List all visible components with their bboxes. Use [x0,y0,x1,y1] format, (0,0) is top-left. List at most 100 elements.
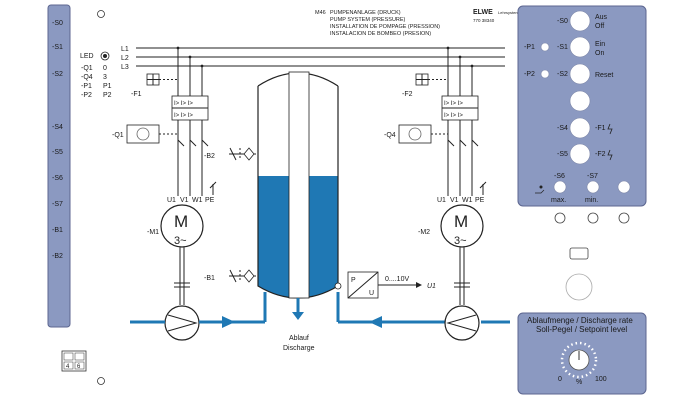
part-number: 770 38340 [473,18,495,23]
power-socket-icon[interactable] [565,273,593,301]
float-s6-sub: max. [551,197,566,204]
terminal-v1: V1 [180,197,189,204]
io-grid-cell [63,352,74,361]
io-grid-cell [74,352,85,361]
led-title: LED [80,53,94,60]
lamp-p1-label: -P1 [524,44,535,51]
brand-sub: Lehrsysteme [498,10,522,15]
led-row-name: -Q4 [81,74,93,81]
sensor-contact [229,147,237,161]
dial-ticks [560,341,598,379]
lamp-p2-icon [540,69,550,79]
terminal-pe: PE [475,197,485,204]
pressure-transducer: P U 0....10V U1 [334,271,436,299]
btn-s2-label: -S2 [557,71,568,78]
phase-label-l2: L2 [121,55,129,62]
io-label-s0: -S0 [52,20,63,27]
tank-standpipe [288,71,310,299]
io-cell-4: 4 [66,364,70,370]
terminal-u1: U1 [167,197,176,204]
led-indicator-dot [103,54,107,58]
fault-button-s5[interactable] [569,143,591,165]
socket-icon[interactable] [618,212,630,224]
io-label-s2: -S2 [52,71,63,78]
contact-switch [471,139,479,147]
pipes [130,292,510,328]
float-switch-icon [539,185,543,189]
contactor-q1-led-icon[interactable] [136,127,150,141]
pump-arrow [446,314,477,332]
io-label-b1: -B1 [52,227,63,234]
header-title-es: INSTALACION DE BOMBEO (PRESION) [330,31,431,37]
motor-m2-icon [440,204,484,248]
rate-title-1: Ablaufmenge / Discharge rate [527,316,633,325]
transducer-arrow-icon [416,282,422,288]
btn-s5-label: -S5 [557,151,568,158]
sensor-b2-icon [243,147,255,161]
terminal-w1: W1 [462,197,473,204]
motor-m1-symbol: 3~ [174,235,187,247]
btn-s0-text-en: Off [595,23,604,30]
btn-s1-text-en: On [595,50,604,57]
fuse-f1-label: -F1 [131,91,142,98]
outlet-arrow-icon [292,312,304,320]
dial-min: 0 [558,376,562,383]
float-switch-symbol [535,189,545,194]
motor-m1-label: -M1 [147,229,159,236]
sensor-b1-label: -B1 [204,275,215,282]
socket-icon[interactable] [587,212,599,224]
led-row-name: -P2 [81,92,92,99]
led-row-name: -P1 [81,83,92,90]
pump-right-icon [444,305,480,341]
io-grid-cell [74,361,85,370]
float-switch-spare[interactable] [617,180,631,194]
pe-ground [479,181,487,189]
spare-button[interactable] [569,90,591,112]
phase-bus: L1 L2 L3 [121,46,505,71]
start-button-s1[interactable] [569,36,591,58]
io-label-s1: -S1 [52,44,63,51]
led-legend: LED -Q1 0 -Q4 3 -P1 P1 -P2 P2 [80,51,112,99]
fault-icon [607,149,613,161]
transducer-output-label: U1 [427,283,436,290]
motor-m1-icon [160,204,204,248]
setpoint-dial[interactable] [560,341,598,379]
contactor-q1-label: -Q1 [112,132,124,139]
terminal-w1: W1 [192,197,203,204]
header-titles: M46 PUMPENANLAGE (DRUCK) PUMP SYSTEM (PR… [315,9,522,37]
left-io-labels: -S0 -S1 -S2 -S4 -S5 -S6 -S7 -B1 -B2 [52,20,63,260]
display-window [569,247,589,260]
io-label-s4: -S4 [52,124,63,131]
float-switch-s6[interactable] [553,180,567,194]
socket-icon[interactable] [554,212,566,224]
tank: Ablauf Discharge [257,71,339,352]
outlet-label-de: Ablauf [289,335,309,342]
left-io-panel [47,4,71,328]
terminal-pe: PE [205,197,215,204]
overload-mark: I> I> I> [174,101,193,107]
btn-s1-text-de: Ein [595,41,605,48]
btn-s4-label: -S4 [557,125,568,132]
terminal-u1: U1 [437,197,446,204]
rate-title-2: Soll-Pegel / Setpoint level [536,325,627,334]
led-row-value: P2 [103,92,112,99]
io-grid-cell [63,361,74,370]
float-switch-s7[interactable] [586,180,600,194]
contact-switch [459,139,467,147]
pump-arrow [167,314,198,332]
contact-switch [189,139,197,147]
contact-switch [201,139,209,147]
stop-button-s0[interactable] [569,10,591,32]
overload-mark: I> I> I> [174,113,193,119]
fault-button-s4[interactable] [569,117,591,139]
btn-s2-text: Reset [595,72,613,79]
led-row-value: P1 [103,83,112,90]
contactor-q4-led-icon[interactable] [408,127,422,141]
flow-arrow-icon [222,316,235,328]
phase-label-l3: L3 [121,64,129,71]
terminal-v1: V1 [450,197,459,204]
header-title-de: PUMPENANLAGE (DRUCK) [330,10,401,16]
dial-unit: % [576,379,582,386]
reset-button-s2[interactable] [569,63,591,85]
